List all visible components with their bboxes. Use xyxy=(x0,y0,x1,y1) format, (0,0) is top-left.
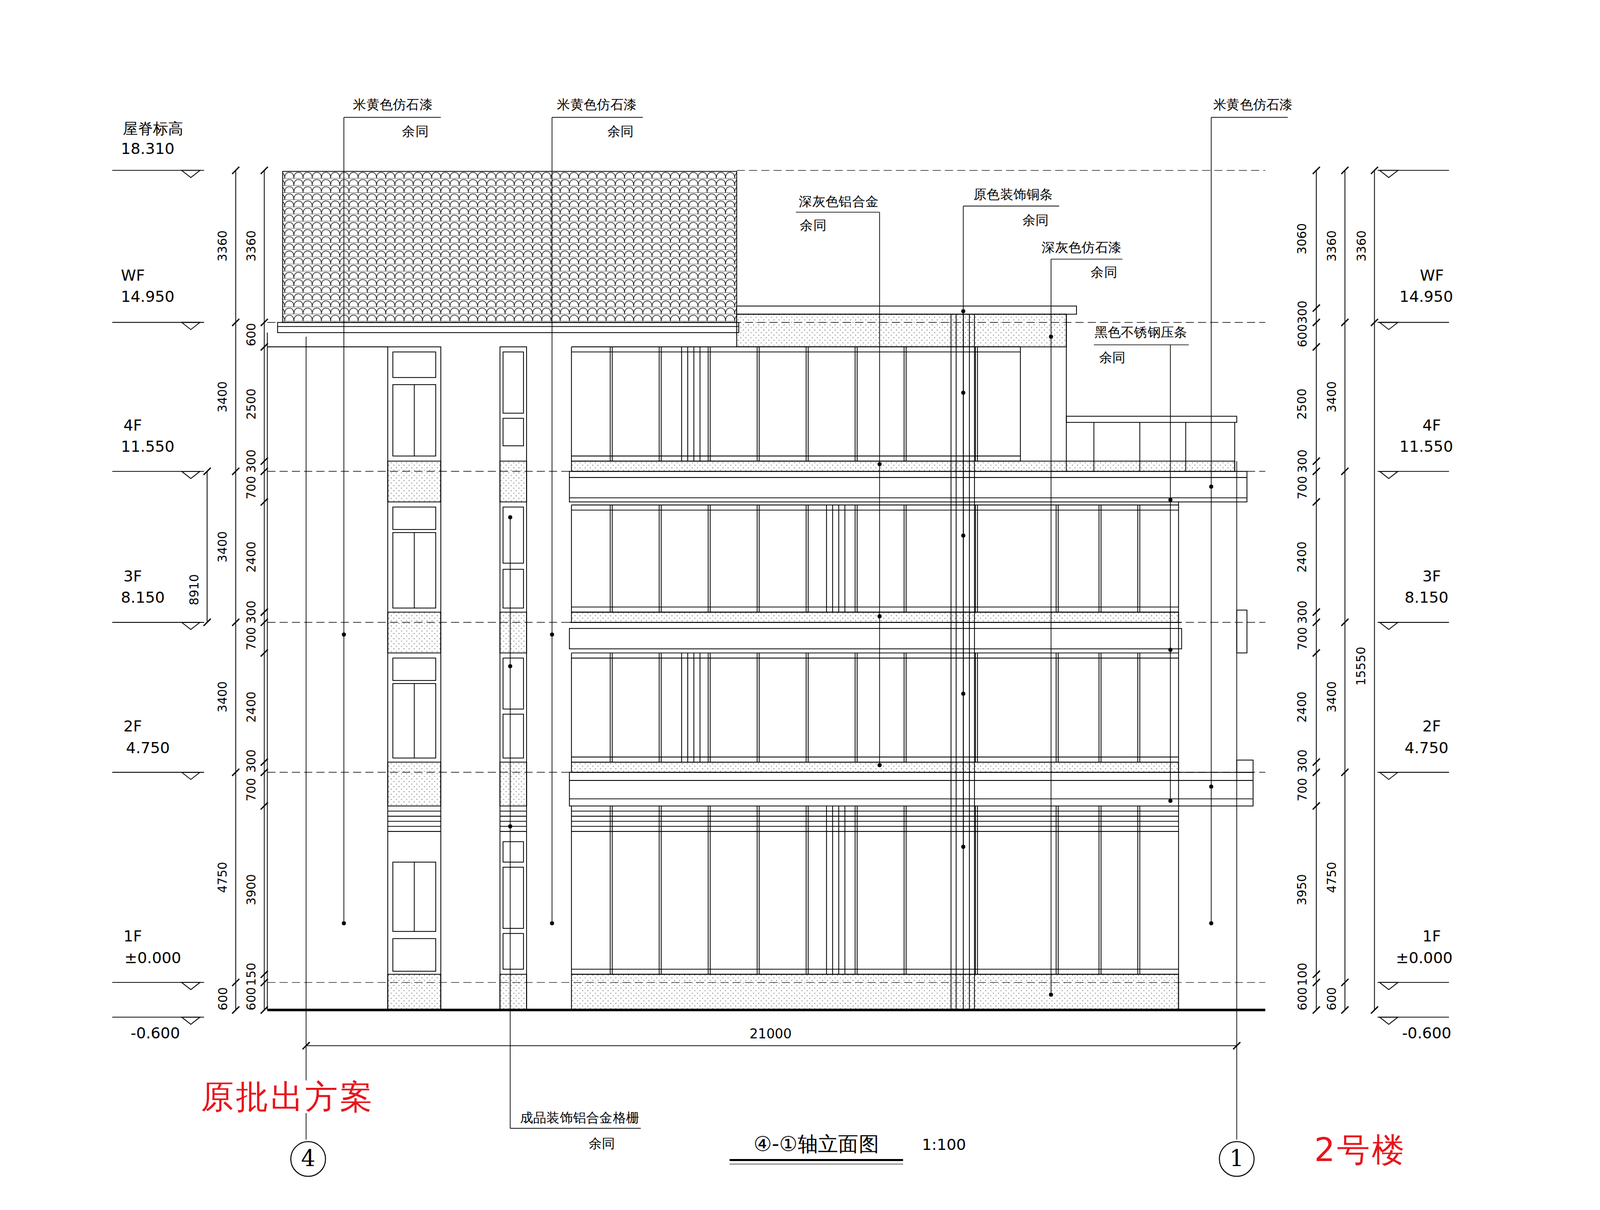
dimension-text: 300 xyxy=(244,600,257,624)
level-text: 2F xyxy=(1422,718,1441,735)
level-text: 11.550 xyxy=(1399,439,1454,455)
level-text: ±0.000 xyxy=(1396,950,1453,966)
level-text: 3F xyxy=(1422,569,1441,585)
dimension-text: 4750 xyxy=(1325,861,1338,894)
material-callout: 深灰色铝合金 xyxy=(798,194,879,208)
dimension-text: 2400 xyxy=(244,691,257,724)
dimension-text: 2500 xyxy=(1295,388,1308,420)
material-callout: 黑色不锈钢压条 xyxy=(1094,325,1188,339)
dimension-text: 3360 xyxy=(1325,230,1338,262)
red-note: 原批出方案 xyxy=(200,1080,375,1114)
dimension-text: 100 xyxy=(1296,962,1309,987)
axis-bubble: 4 xyxy=(289,1141,327,1178)
material-callout: 成品装饰铝合金格栅 xyxy=(520,1110,640,1124)
material-callout: 余同 xyxy=(588,1136,616,1150)
level-text: 2F xyxy=(123,718,143,735)
level-text: 4F xyxy=(1422,418,1441,434)
dimension-text: 700 xyxy=(1296,476,1309,500)
axis-number: 4 xyxy=(300,1148,316,1171)
red-note: 2号楼 xyxy=(1314,1133,1407,1167)
dimension-text: 8910 xyxy=(187,574,200,606)
dimension-text: 600 xyxy=(1325,987,1338,1011)
level-text: 8.150 xyxy=(1404,590,1449,606)
material-callout: 米黄色仿石漆 xyxy=(1213,97,1294,111)
dimension-text: 15550 xyxy=(1355,646,1368,686)
dimension-text: 700 xyxy=(244,627,257,651)
level-text: -0.600 xyxy=(130,1025,181,1042)
level-text: 14.950 xyxy=(120,289,175,305)
material-callout: 余同 xyxy=(1022,212,1050,226)
axis-bubble: 1 xyxy=(1218,1141,1256,1178)
axis-number: 1 xyxy=(1229,1148,1244,1171)
level-text: 14.950 xyxy=(1399,289,1454,305)
dimension-text: 600 xyxy=(244,323,257,347)
dimension-text: 2400 xyxy=(244,541,257,574)
material-callout: 余同 xyxy=(1099,350,1126,364)
dimension-text: 600 xyxy=(1296,987,1309,1011)
level-text: ±0.000 xyxy=(124,950,182,966)
dimension-text: 700 xyxy=(1296,627,1309,651)
dimension-text: 2500 xyxy=(244,388,257,420)
level-text: 4.750 xyxy=(1404,740,1449,756)
level-text: WF xyxy=(120,268,145,284)
dimension-text: 3400 xyxy=(216,381,229,413)
dimension-text: 150 xyxy=(244,962,257,987)
dimension-text: 3360 xyxy=(216,230,229,262)
dimension-text: 300 xyxy=(1296,600,1309,624)
level-text: 4.750 xyxy=(126,740,171,756)
material-callout: 原色装饰铜条 xyxy=(973,187,1054,201)
dimension-text: 3950 xyxy=(1295,873,1308,906)
material-callout: 余同 xyxy=(1090,264,1118,278)
level-text: 1F xyxy=(1422,928,1441,945)
dimension-text: 3360 xyxy=(1354,230,1367,262)
level-text: 屋脊标高 xyxy=(122,120,184,136)
dimension-text: 2400 xyxy=(1295,541,1308,574)
dimension-text: 700 xyxy=(244,476,257,500)
level-text: 4F xyxy=(123,418,143,434)
dimension-text: 700 xyxy=(1296,778,1309,802)
dimension-text: 3400 xyxy=(1325,681,1338,713)
dimension-text: 600 xyxy=(244,987,257,1011)
dimension-text: 300 xyxy=(1296,300,1309,324)
level-text: 11.550 xyxy=(120,439,175,455)
dimension-text: 3400 xyxy=(216,681,229,713)
dimension-text: 3900 xyxy=(244,873,257,906)
dimension-text: 3400 xyxy=(216,531,229,563)
dimension-text: 3360 xyxy=(244,230,257,262)
level-text: 18.310 xyxy=(120,141,175,157)
dimension-text: 300 xyxy=(1296,749,1309,773)
material-callout: 深灰色仿石漆 xyxy=(1041,240,1122,254)
dimension-text: 3060 xyxy=(1295,223,1308,255)
dimension-text: 4750 xyxy=(216,861,229,894)
drawing-title: ④-①轴立面图 xyxy=(753,1133,880,1154)
level-text: -0.600 xyxy=(1402,1025,1452,1042)
level-text: 8.150 xyxy=(120,590,165,606)
dimension-text: 700 xyxy=(244,778,257,802)
scale-text: 1:100 xyxy=(921,1137,966,1153)
dimension-text: 300 xyxy=(1296,449,1309,473)
material-callout: 余同 xyxy=(799,217,827,231)
dimension-text: 21000 xyxy=(749,1026,792,1041)
dimension-text: 300 xyxy=(244,749,257,773)
dimension-text: 2400 xyxy=(1295,691,1308,724)
material-callout: 米黄色仿石漆 xyxy=(352,97,433,111)
material-callout: 米黄色仿石漆 xyxy=(556,97,637,111)
material-callout: 余同 xyxy=(401,124,429,138)
level-text: 1F xyxy=(123,928,143,945)
dimension-text: 300 xyxy=(244,449,257,473)
dimension-text: 600 xyxy=(1296,324,1309,348)
dimension-text: 600 xyxy=(216,987,229,1011)
material-callout: 余同 xyxy=(607,124,635,138)
level-text: 3F xyxy=(123,569,143,585)
level-text: WF xyxy=(1419,268,1444,284)
dimension-text: 3400 xyxy=(1325,381,1338,413)
